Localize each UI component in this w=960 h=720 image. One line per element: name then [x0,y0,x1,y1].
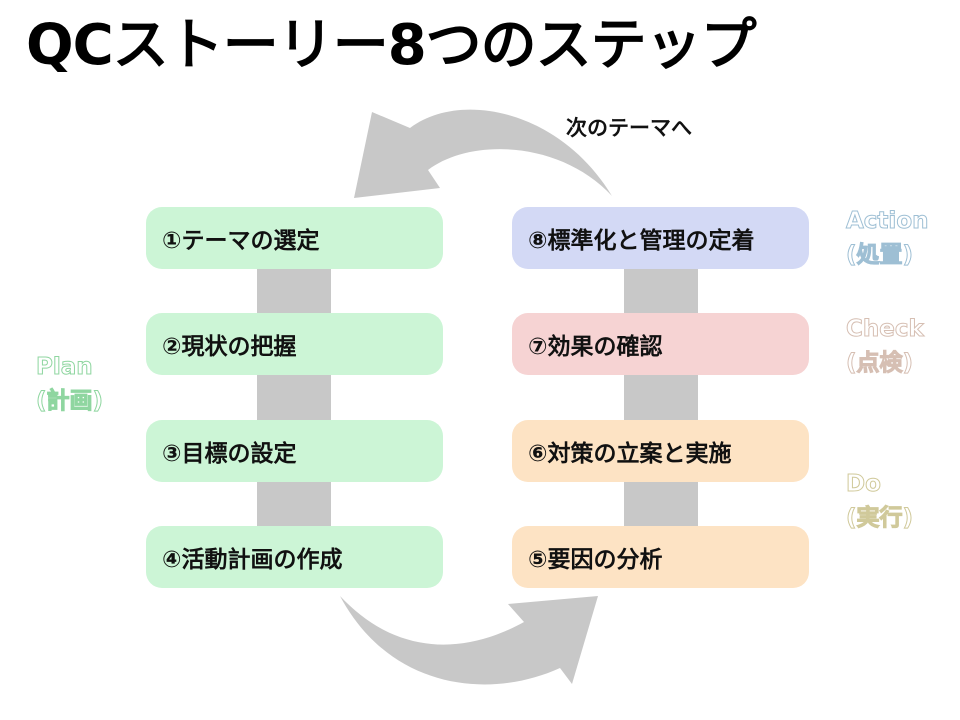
phase-en: Action [846,208,929,235]
phase-ja: (点検) [846,350,914,377]
next-theme-label: 次のテーマへ [566,116,692,140]
step-label: ③目標の設定 [162,441,297,467]
phase-label-action: Action (処置) [846,204,929,272]
phase-en: Plan [35,354,93,381]
phase-label-check: Check (点検) [846,312,925,380]
step-3-target-setting[interactable]: ③目標の設定 [146,420,443,482]
page-title: QCストーリー8つのステップ [26,13,757,78]
phase-label-plan: Plan (計画) [35,350,104,418]
step-label: ⑦効果の確認 [528,334,663,360]
step-label: ⑤要因の分析 [528,547,663,573]
phase-label-do: Do (実行) [845,467,914,535]
step-5-cause-analysis[interactable]: ⑤要因の分析 [512,526,809,588]
step-label: ⑥対策の立案と実施 [528,441,732,467]
curved-arrow-right-icon [340,596,598,685]
step-label: ④活動計画の作成 [162,547,343,573]
phase-ja: (実行) [845,505,914,532]
step-4-activity-plan[interactable]: ④活動計画の作成 [146,526,443,588]
phase-en: Check [846,316,925,343]
step-8-standardization[interactable]: ⑧標準化と管理の定着 [512,207,809,269]
step-label: ②現状の把握 [162,334,297,360]
curved-arrow-left-icon [354,109,612,198]
step-label: ①テーマの選定 [162,228,320,254]
step-6-countermeasures[interactable]: ⑥対策の立案と実施 [512,420,809,482]
connector-right [624,266,698,530]
step-label: ⑧標準化と管理の定着 [528,228,755,254]
step-1-theme-selection[interactable]: ①テーマの選定 [146,207,443,269]
phase-ja: (処置) [846,242,914,269]
phase-ja: (計画) [35,388,104,415]
connector-left [257,266,331,530]
step-7-effect-confirmation[interactable]: ⑦効果の確認 [512,313,809,375]
step-2-current-situation[interactable]: ②現状の把握 [146,313,443,375]
phase-en: Do [845,471,881,498]
